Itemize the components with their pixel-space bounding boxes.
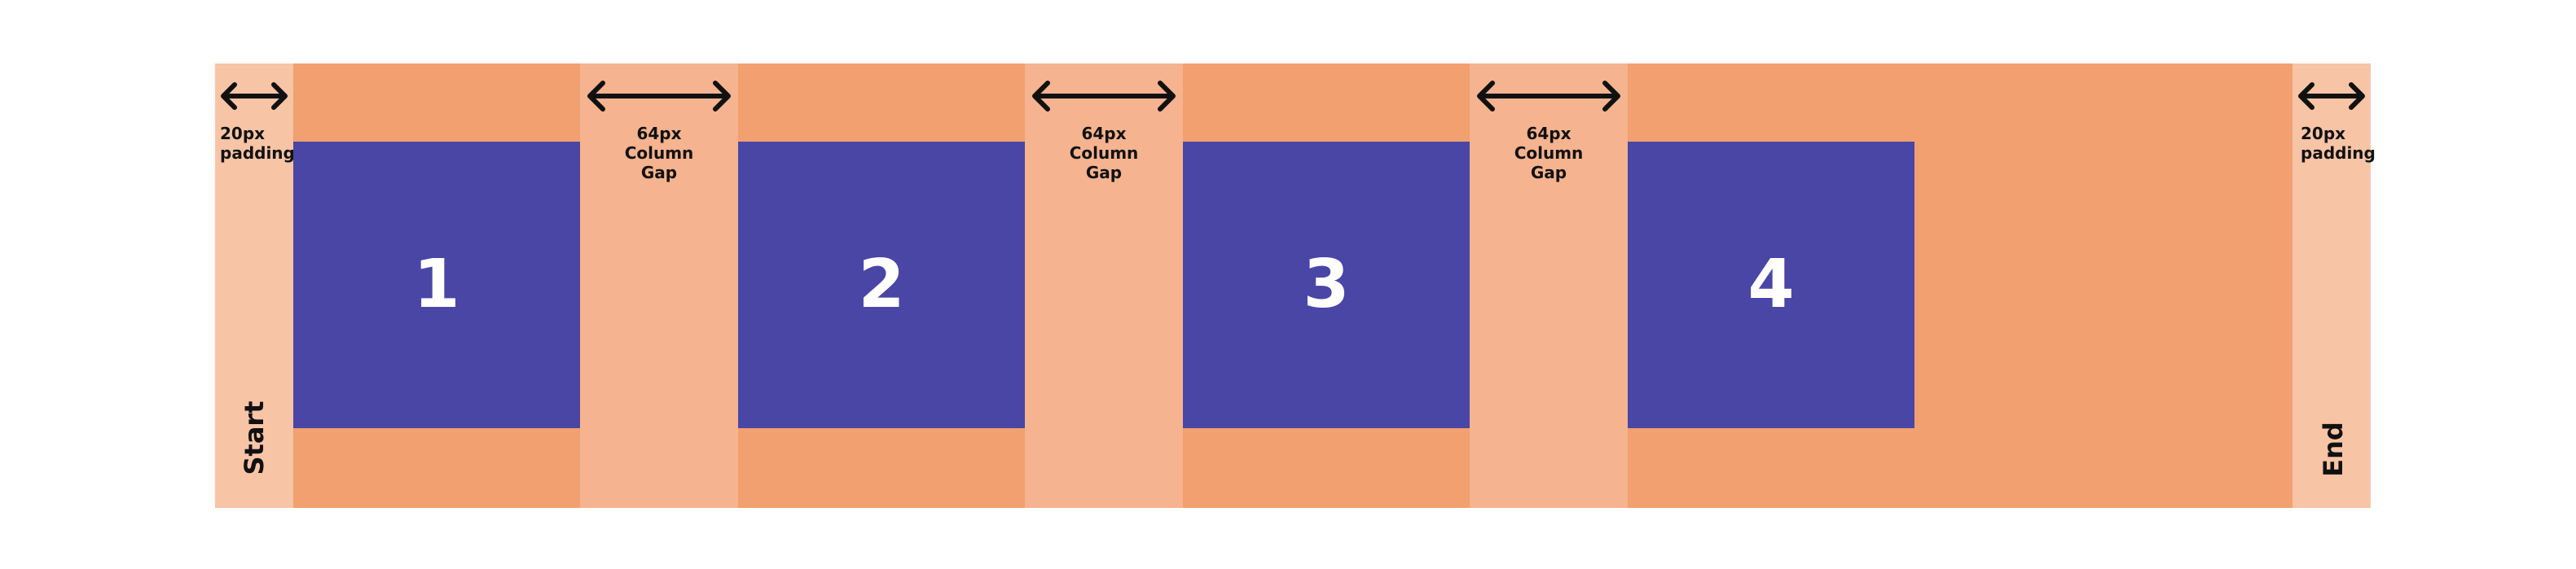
- grid-item-2: 2: [738, 142, 1025, 428]
- double-arrow-icon: [2297, 75, 2366, 117]
- grid-item-number: 1: [413, 246, 460, 323]
- grid-item-3: 3: [1183, 142, 1470, 428]
- double-arrow-icon: [1476, 75, 1621, 117]
- column-gap-label: 64px Column Gap: [1514, 124, 1584, 182]
- padding-right-strip: 20px padding End: [2292, 63, 2376, 508]
- grid-container: 20px padding Start 64px Column Gap 64px …: [215, 63, 2376, 508]
- grid-item-4: 4: [1628, 142, 1914, 428]
- column-gap-label: 64px Column Gap: [1069, 124, 1139, 182]
- end-label: End: [2318, 422, 2349, 477]
- double-arrow-icon: [1031, 75, 1176, 117]
- padding-right-label: 20px padding: [2301, 124, 2376, 163]
- grid-item-number: 2: [858, 246, 905, 323]
- grid-item-number: 4: [1747, 246, 1795, 323]
- double-arrow-icon: [587, 75, 732, 117]
- double-arrow-icon: [220, 75, 288, 117]
- padding-left-strip: 20px padding Start: [215, 63, 295, 508]
- column-gap-1: 64px Column Gap: [580, 63, 738, 508]
- grid-item-number: 3: [1303, 246, 1350, 323]
- column-gap-3: 64px Column Gap: [1470, 63, 1628, 508]
- column-gap-2: 64px Column Gap: [1025, 63, 1183, 508]
- grid-item-1: 1: [293, 142, 580, 428]
- column-gap-label: 64px Column Gap: [624, 124, 694, 182]
- padding-left-label: 20px padding: [220, 124, 295, 163]
- start-label: Start: [239, 400, 270, 475]
